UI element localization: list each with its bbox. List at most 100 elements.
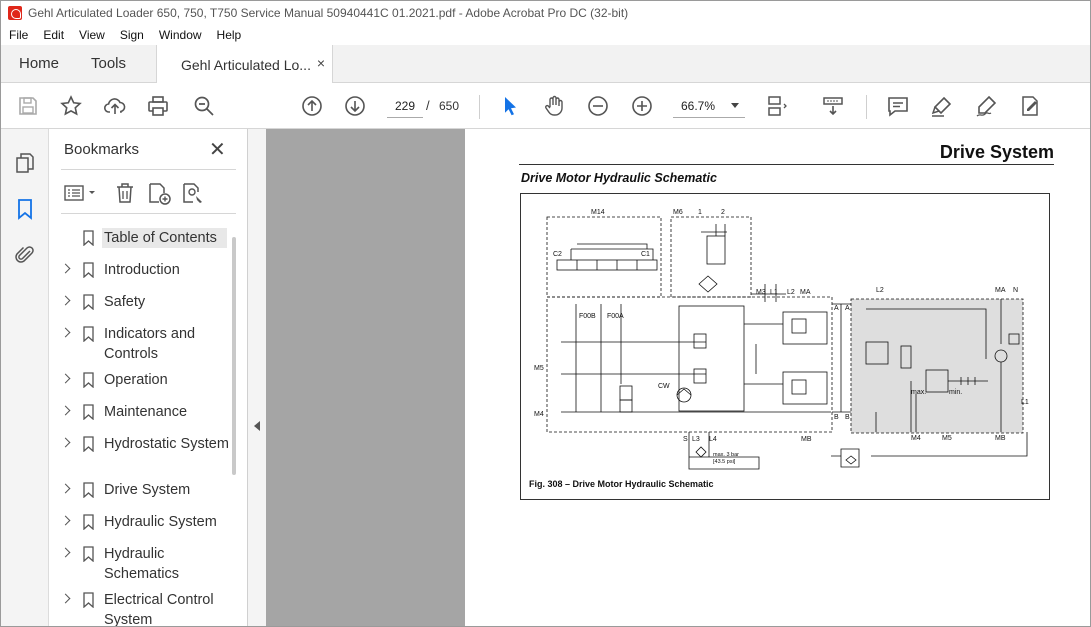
- bookmarks-scrollbar[interactable]: [232, 237, 236, 475]
- chevron-right-icon[interactable]: [60, 547, 71, 558]
- new-bookmark-icon[interactable]: [147, 181, 171, 205]
- bookmark-hydraulic-schematics[interactable]: Hydraulic Schematics: [49, 544, 234, 584]
- toolbar-divider: [479, 95, 480, 119]
- label-pressure-psi: [43.5 psi]: [713, 459, 736, 465]
- label-mb-right: MB: [995, 435, 1006, 442]
- menu-help[interactable]: Help: [216, 28, 242, 42]
- document-viewport[interactable]: Drive System Drive Motor Hydraulic Schem…: [266, 129, 1090, 626]
- bookmark-label: Hydrostatic System: [104, 436, 229, 452]
- select-arrow-icon[interactable]: [497, 93, 523, 119]
- bookmark-flag-icon: [83, 546, 94, 562]
- label-ma-right: MA: [995, 287, 1006, 294]
- bookmark-hydrostatic-system[interactable]: Hydrostatic System: [49, 434, 234, 474]
- previous-page-icon[interactable]: [299, 93, 325, 119]
- bookmark-flag-icon: [83, 326, 94, 342]
- comment-icon[interactable]: [885, 93, 911, 119]
- menu-file[interactable]: File: [9, 28, 29, 42]
- tab-document[interactable]: Gehl Articulated Lo... ×: [156, 45, 333, 84]
- page-number-input[interactable]: 229: [387, 94, 423, 118]
- hydraulic-schematic-figure: M14 M6 1 2 C2 C1 F00B F00A M3 L1 L2 MA L…: [520, 193, 1050, 500]
- bookmark-label: Electrical Control System: [104, 592, 214, 627]
- next-page-icon[interactable]: [342, 93, 368, 119]
- bookmark-safety[interactable]: Safety: [49, 292, 234, 312]
- page-fit-icon[interactable]: [763, 93, 789, 119]
- bookmark-options-icon[interactable]: [63, 181, 99, 205]
- edit-document-icon[interactable]: [1017, 93, 1043, 119]
- hand-tool-icon[interactable]: [541, 93, 567, 119]
- zoom-out-icon[interactable]: [585, 93, 611, 119]
- zoom-level-dropdown[interactable]: 66.7%: [673, 94, 745, 118]
- search-zoom-icon[interactable]: [191, 93, 217, 119]
- page-thumbnails-icon[interactable]: [13, 151, 37, 175]
- menu-window[interactable]: Window: [158, 28, 202, 42]
- menu-sign[interactable]: Sign: [119, 28, 144, 42]
- bookmark-properties-icon[interactable]: [181, 181, 205, 205]
- bookmarks-panel: Bookmarks ✕ Table of Contents: [49, 129, 248, 627]
- highlight-pen-icon[interactable]: [929, 93, 955, 119]
- label-b-right: B: [845, 414, 850, 421]
- bookmark-label: Hydraulic Schematics: [104, 546, 179, 582]
- star-icon[interactable]: [58, 93, 84, 119]
- chevron-right-icon[interactable]: [60, 327, 71, 338]
- chevron-right-icon[interactable]: [60, 483, 71, 494]
- chevron-right-icon[interactable]: [60, 263, 71, 274]
- upload-cloud-icon[interactable]: [102, 93, 128, 119]
- attachments-paperclip-icon[interactable]: [13, 243, 37, 267]
- bookmark-flag-icon: [83, 592, 94, 608]
- delete-bookmark-icon[interactable]: [113, 181, 137, 205]
- page-total: 650: [439, 99, 460, 113]
- tab-tools[interactable]: Tools: [91, 55, 127, 72]
- tab-close-icon[interactable]: ×: [316, 55, 325, 71]
- chevron-right-icon[interactable]: [60, 373, 71, 384]
- bookmark-flag-icon: [83, 514, 94, 530]
- toolbar-divider: [866, 95, 867, 119]
- page-heading: Drive System: [939, 142, 1054, 162]
- label-l3: L3: [692, 436, 700, 443]
- close-icon[interactable]: ✕: [209, 139, 226, 161]
- figure-caption: Fig. 308 – Drive Motor Hydraulic Schemat…: [529, 479, 714, 489]
- bookmarks-panel-icon[interactable]: [13, 197, 37, 221]
- chevron-right-icon[interactable]: [60, 405, 71, 416]
- bookmark-flag-icon: [83, 262, 94, 278]
- sign-pen-icon[interactable]: [973, 93, 999, 119]
- bookmark-table-of-contents[interactable]: Table of Contents: [49, 228, 234, 248]
- tab-bar: Home Tools Gehl Articulated Lo... ×: [1, 45, 1090, 84]
- chevron-right-icon[interactable]: [60, 515, 71, 526]
- bookmark-operation[interactable]: Operation: [49, 370, 234, 390]
- bookmark-introduction[interactable]: Introduction: [49, 260, 234, 280]
- bookmark-hydraulic-system[interactable]: Hydraulic System: [49, 512, 234, 532]
- heading-rule: [519, 164, 1054, 165]
- chevron-right-icon[interactable]: [60, 295, 71, 306]
- menu-edit[interactable]: Edit: [43, 28, 65, 42]
- collapse-panel-icon[interactable]: [254, 421, 260, 431]
- label-m6: M6: [673, 209, 683, 216]
- save-icon[interactable]: [15, 93, 41, 119]
- label-m5-right: M5: [942, 435, 952, 442]
- bookmark-label: Drive System: [104, 482, 191, 498]
- bookmark-flag-icon: [83, 230, 94, 246]
- window-title: Gehl Articulated Loader 650, 750, T750 S…: [28, 6, 629, 20]
- chevron-right-icon[interactable]: [60, 437, 71, 448]
- label-c1: C1: [641, 251, 650, 258]
- label-port-2: 2: [721, 209, 725, 216]
- scroll-mode-icon[interactable]: [820, 93, 846, 119]
- print-icon[interactable]: [145, 93, 171, 119]
- main-toolbar: 229 / 650 66.7%: [1, 83, 1090, 129]
- zoom-level-value: 66.7%: [681, 99, 716, 113]
- zoom-in-icon[interactable]: [629, 93, 655, 119]
- bookmark-label: Indicators and Controls: [104, 326, 196, 362]
- chevron-right-icon[interactable]: [60, 593, 71, 604]
- title-bar: Gehl Articulated Loader 650, 750, T750 S…: [1, 1, 1090, 25]
- bookmark-label: Safety: [104, 294, 146, 310]
- tab-home[interactable]: Home: [19, 55, 60, 72]
- panel-divider: [61, 213, 236, 214]
- panel-splitter[interactable]: [248, 129, 266, 626]
- bookmark-drive-system[interactable]: Drive System: [49, 480, 234, 500]
- menu-view[interactable]: View: [79, 28, 105, 42]
- bookmark-indicators-and-controls[interactable]: Indicators and Controls: [49, 324, 234, 364]
- bookmark-flag-icon: [83, 294, 94, 310]
- bookmark-maintenance[interactable]: Maintenance: [49, 402, 234, 422]
- menu-bar: File Edit View Sign Window Help: [1, 25, 1090, 45]
- label-a-left: A: [834, 305, 839, 312]
- bookmark-electrical-control-system[interactable]: Electrical Control System: [49, 590, 234, 627]
